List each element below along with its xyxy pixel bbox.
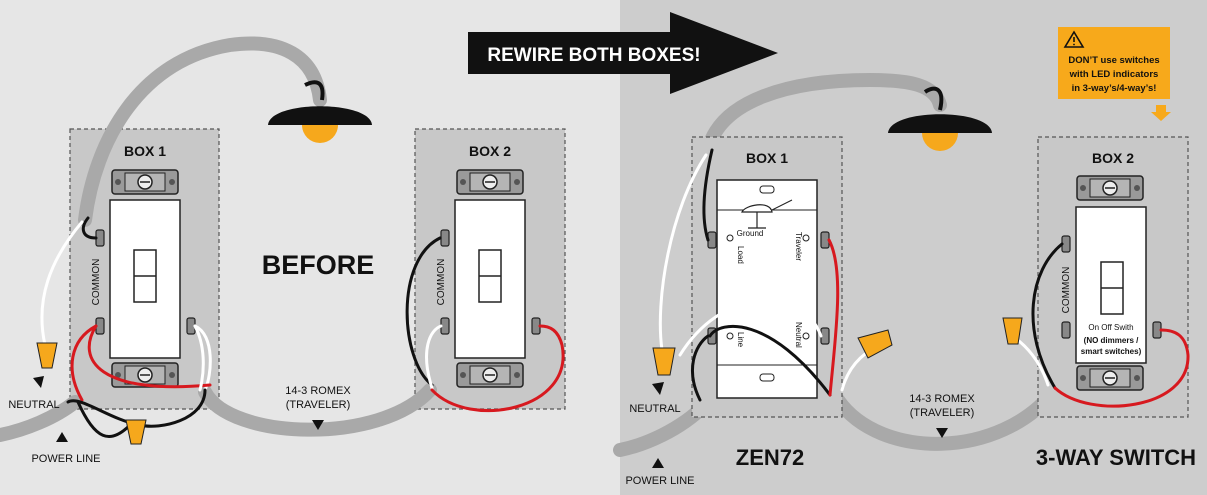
zen72-ground-label: Ground: [737, 229, 764, 238]
romex-pointer: [312, 420, 324, 430]
after-romex-cable: [831, 383, 1062, 451]
before-cable-to-light: [78, 36, 327, 227]
three-way-switch-title: 3-WAY SWITCH: [1036, 445, 1196, 470]
before-wires: [40, 216, 565, 438]
before-bulb: [302, 125, 338, 143]
rewire-banner-arrow: [468, 12, 778, 94]
warning-line-2: with LED indicators: [1069, 69, 1159, 80]
after-traveler-wire-nut-1: [857, 329, 893, 359]
after-traveler-wire-nut-2: [1002, 317, 1023, 345]
zen72-title: ZEN72: [736, 445, 804, 470]
before-switch-1: [95, 169, 196, 388]
before-hot-wire-nut: [125, 419, 147, 445]
warning-line-1: DON’T use switches: [1068, 55, 1159, 66]
no-dimmers-label-2: smart switches): [1081, 347, 1142, 356]
before-box-1-label: BOX 1: [124, 143, 166, 159]
zen72-line-label: Line: [736, 332, 745, 348]
after-romex-pointer: [936, 428, 948, 438]
before-box-2-label: BOX 2: [469, 143, 511, 159]
after-common-label: COMMON: [1061, 267, 1072, 314]
after-romex-label-1: 14-3 ROMEX: [909, 393, 975, 405]
before-title: BEFORE: [262, 250, 375, 280]
before-romex-cable: [198, 383, 437, 437]
warning-triangle-icon: [1063, 30, 1085, 48]
before-switch-2: [440, 169, 541, 388]
before-common-label-1: COMMON: [91, 259, 102, 306]
after-box-1-label: BOX 1: [746, 150, 788, 166]
power-line-pointer: [56, 432, 68, 442]
after-neutral-pointer: [652, 382, 664, 395]
rewire-banner-text: REWIRE BOTH BOXES!: [487, 45, 700, 66]
zen72-traveler-label: Traveler: [794, 232, 803, 261]
warning-box: DON’T use switches with LED indicators i…: [1058, 27, 1170, 99]
before-romex-label-1: 14-3 ROMEX: [285, 385, 351, 397]
warning-line-3: in 3-way’s/4-way’s!: [1072, 83, 1157, 94]
after-wires: [658, 148, 1190, 408]
after-neutral-wire-nut: [652, 347, 676, 376]
after-bulb: [922, 133, 958, 151]
warning-down-arrow: [1151, 105, 1171, 121]
zen72-neutral-label: Neutral: [794, 322, 803, 348]
after-3way-switch: [1061, 175, 1162, 391]
ground-screw-icon: [741, 204, 773, 213]
after-light-fixture: [888, 86, 992, 151]
after-cable-to-light: [701, 72, 947, 157]
no-dimmers-label-1: (NO dimmers /: [1084, 336, 1139, 345]
before-common-label-2: COMMON: [436, 259, 447, 306]
zen72-device: [707, 179, 830, 399]
before-power-cable: [0, 395, 82, 442]
zen72-load-label: Load: [736, 246, 745, 264]
after-power-line-pointer: [652, 458, 664, 468]
after-neutral-label: NEUTRAL: [629, 403, 680, 415]
before-neutral-wire-nut: [36, 342, 58, 369]
after-romex-label-2: (TRAVELER): [910, 407, 975, 419]
after-box-2-label: BOX 2: [1092, 150, 1134, 166]
before-light-fixture: [268, 80, 372, 143]
on-off-switch-label: On Off Swith: [1088, 323, 1133, 332]
after-power-line-label: POWER LINE: [625, 475, 694, 487]
before-neutral-label: NEUTRAL: [8, 399, 59, 411]
before-power-line-label: POWER LINE: [31, 453, 100, 465]
before-romex-label-2: (TRAVELER): [286, 399, 351, 411]
neutral-pointer: [33, 376, 44, 388]
